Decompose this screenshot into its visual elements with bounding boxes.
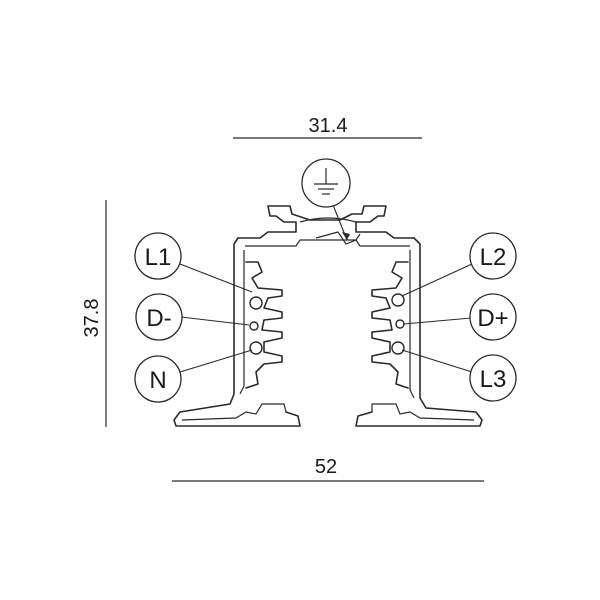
earth-leader-arrow xyxy=(342,232,350,240)
profile-right-foot xyxy=(371,403,475,421)
dimension-height-value: 37.8 xyxy=(81,299,103,338)
label-d-plus-text: D+ xyxy=(477,305,508,332)
contact-l3 xyxy=(391,341,405,355)
label-l3: L3 xyxy=(401,349,517,402)
contact-d-plus xyxy=(395,319,405,329)
profile-top-notch xyxy=(315,231,361,245)
profile-left-foot xyxy=(181,403,287,421)
dimension-top-value: 31.4 xyxy=(309,115,348,137)
label-l1-text: L1 xyxy=(145,244,172,271)
bubble-l3 xyxy=(469,354,517,402)
label-n: N xyxy=(134,349,253,403)
right-conductor-comb xyxy=(371,261,409,389)
dimension-height: 37.8 xyxy=(81,200,107,427)
bubble-d-minus xyxy=(135,293,183,341)
contact-l2 xyxy=(391,293,405,307)
label-d-minus: D- xyxy=(135,293,250,341)
label-l2-text: L2 xyxy=(480,244,507,271)
profile-top-channel xyxy=(237,205,415,239)
dimension-top-width: 31.4 xyxy=(233,115,422,139)
leader-l2 xyxy=(401,263,473,297)
profile-right-wall xyxy=(355,237,483,427)
earth-bubble xyxy=(301,158,351,241)
contact-l1 xyxy=(249,296,263,310)
leader-n xyxy=(179,349,253,373)
profile-top-inner xyxy=(299,217,357,223)
profile-left-wall xyxy=(173,237,301,427)
left-conductor-comb xyxy=(245,261,283,389)
profile-left-inner xyxy=(239,250,245,395)
dimension-bottom-value: 52 xyxy=(315,456,337,478)
label-n-text: N xyxy=(149,367,166,394)
label-l2: L2 xyxy=(401,232,517,297)
leader-d-plus xyxy=(403,317,472,325)
bubble-n xyxy=(134,355,182,403)
dimension-bottom-width: 52 xyxy=(172,456,484,482)
profile-right-inner xyxy=(409,250,415,399)
label-l1: L1 xyxy=(134,232,253,293)
leader-l3 xyxy=(401,349,473,373)
label-d-minus-text: D- xyxy=(146,305,171,332)
leader-d-minus xyxy=(180,316,250,326)
profile-top-groove xyxy=(245,239,410,247)
bubble-l1 xyxy=(134,232,182,280)
contact-d-minus xyxy=(249,321,259,331)
bubble-d-plus xyxy=(469,293,517,341)
label-d-plus: D+ xyxy=(403,293,517,341)
leader-l1 xyxy=(179,263,253,293)
bubble-l2 xyxy=(469,232,517,280)
label-l3-text: L3 xyxy=(480,366,507,393)
track-profile xyxy=(173,205,483,427)
contact-n xyxy=(249,341,263,355)
earth-ground-icon xyxy=(314,168,338,195)
